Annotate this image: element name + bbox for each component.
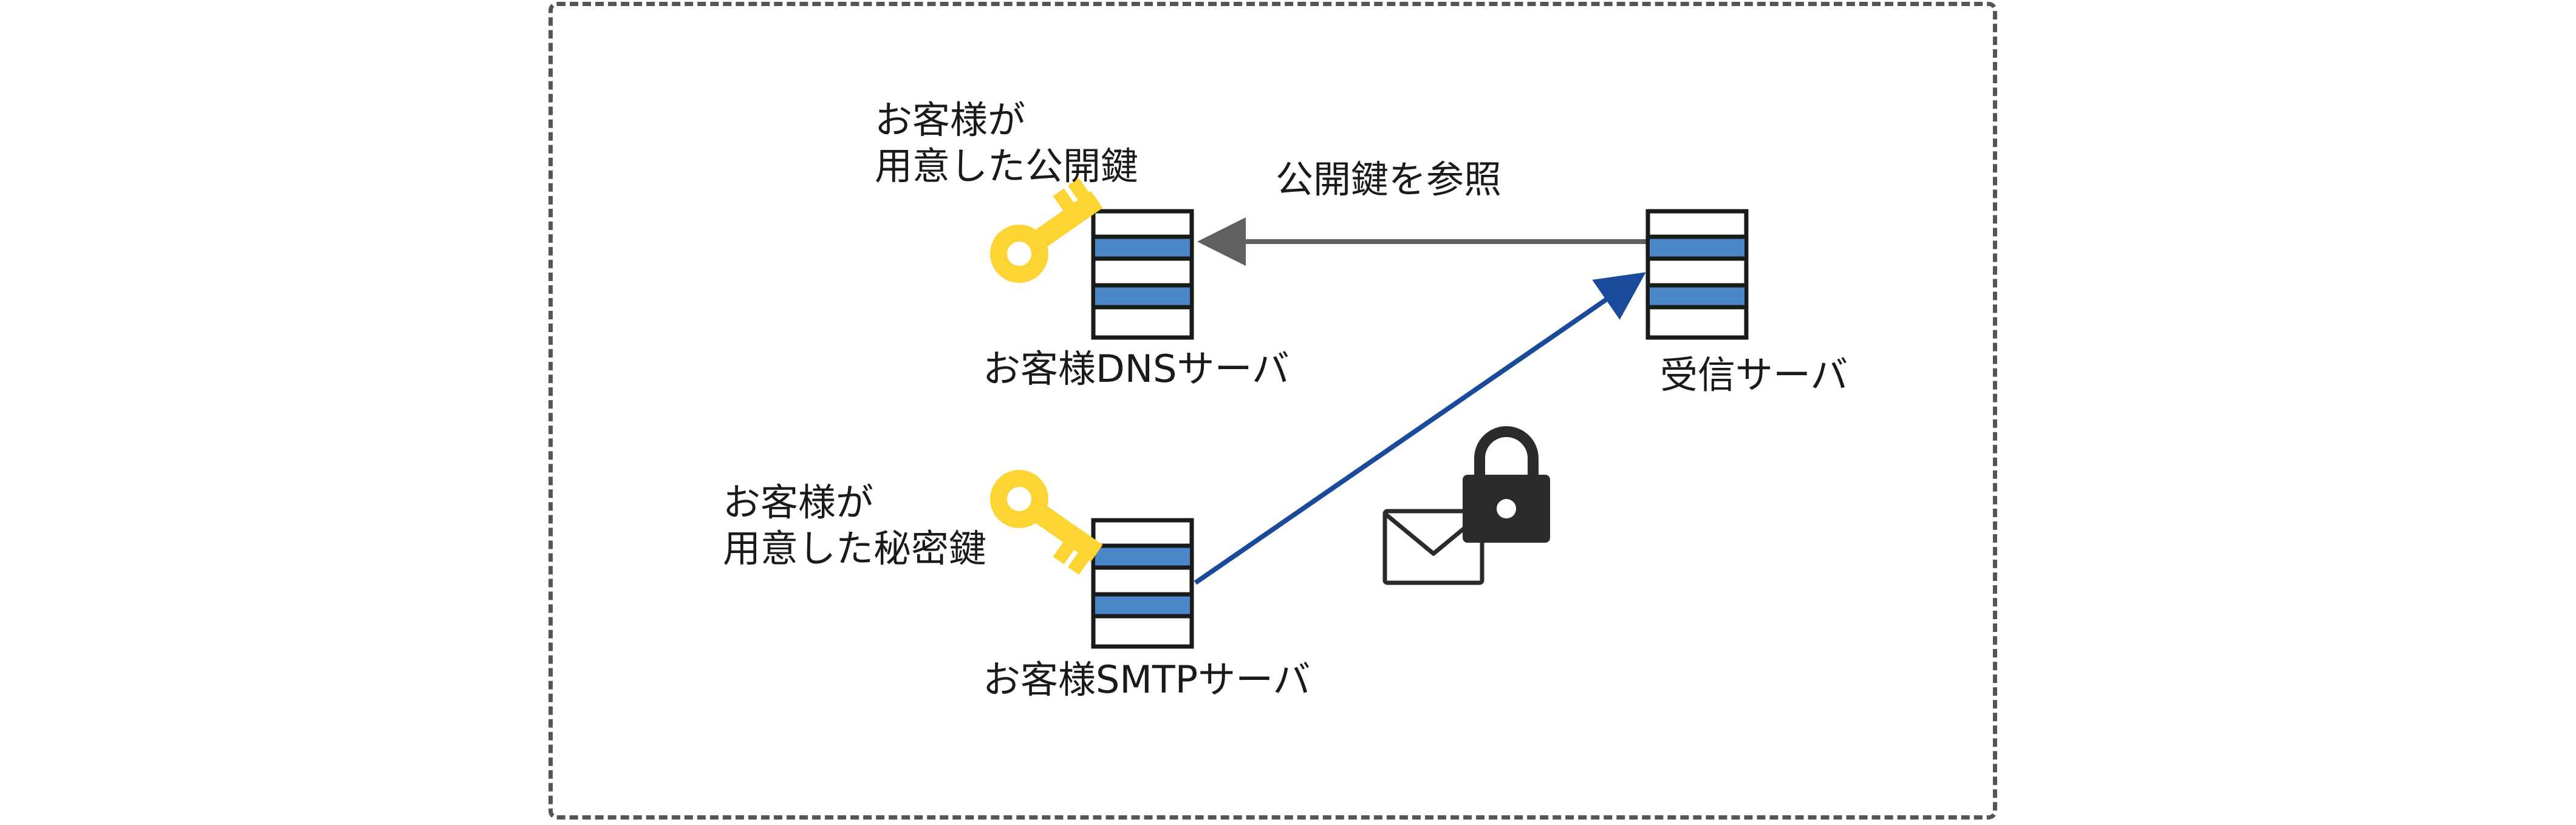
private-key-caption-line2: 用意した秘密鍵 [723,526,987,571]
receiving-server-icon [1645,209,1749,340]
smtp-server-icon [1091,518,1194,649]
receiving-server-label: 受信サーバ [1660,353,1848,397]
dns-server-icon [1091,209,1194,340]
reference-arrow-label: 公開鍵を参照 [1276,157,1502,202]
lock-icon [1463,426,1550,543]
send-arrow [1194,272,1646,585]
diagram-frame [548,2,1997,820]
public-key-caption: お客様が 用意した公開鍵 [875,97,1138,189]
public-key-caption-line1: お客様が [875,98,1026,142]
public-key-icon [990,178,1103,283]
dns-server-label: お客様DNSサーバ [983,347,1290,391]
public-key-caption-line2: 用意した公開鍵 [875,144,1139,188]
private-key-caption-line1: お客様が [723,480,874,525]
smtp-server-label: お客様SMTPサーバ [983,657,1311,702]
private-key-caption: お客様が 用意した秘密鍵 [723,480,986,572]
private-key-icon [990,470,1103,575]
